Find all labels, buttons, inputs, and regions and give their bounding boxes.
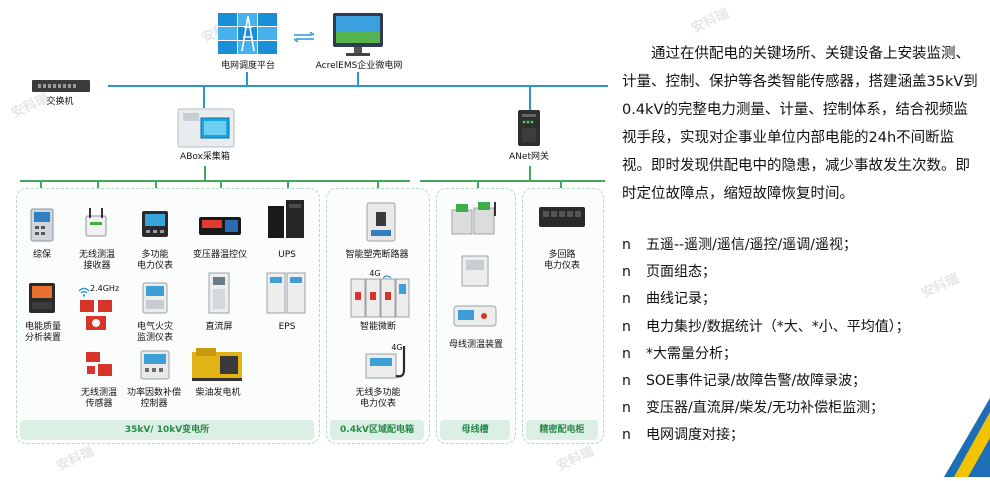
- connector-line: [529, 86, 531, 110]
- connector-line: [203, 86, 205, 108]
- corner-decoration: [944, 398, 990, 477]
- substation-footer: 35kV/ 10kV变电所: [20, 420, 314, 440]
- connector-line: [357, 72, 359, 86]
- feature-text: SOE事件记录/故障告警/故障录波；: [646, 372, 867, 389]
- ups-label: UPS: [278, 250, 296, 260]
- dc-screen-label: 直流屏: [205, 322, 233, 332]
- eps-label: EPS: [278, 322, 296, 332]
- wireless-node-icon: [78, 296, 114, 332]
- wifi-icon: [382, 268, 392, 281]
- feature-list: n 五遥--遥测/遥信/遥控/遥调/遥视； n 页面组态； n 曲线记录； n 电力集抄…: [622, 232, 982, 450]
- feature-text: 曲线记录；: [646, 291, 716, 308]
- abox-bus-line: [204, 166, 206, 180]
- bullet-marker: n: [622, 400, 631, 417]
- bullet-marker: n: [622, 318, 631, 335]
- bullet-marker: n: [622, 345, 631, 362]
- multi-circuit-meter-icon: [538, 204, 586, 230]
- feature-item: n 页面组态；: [622, 259, 982, 286]
- network-switch-icon: [32, 78, 90, 92]
- diesel-generator-label: 柴油发电机: [195, 388, 241, 398]
- feature-item: n 五遥--遥测/遥信/遥控/遥调/遥视；: [622, 232, 982, 259]
- temp-sensor-label: 无线测温 传感器: [80, 388, 117, 409]
- power-quality-label: 电能质量 分析装置: [24, 322, 61, 343]
- zongbao-label: 综保: [32, 250, 51, 260]
- switch-label: 交换机: [46, 97, 74, 107]
- feature-item: n 曲线记录；: [622, 286, 982, 313]
- smart-mcb-label: 智能微断: [359, 322, 396, 332]
- feature-text: 页面组态；: [646, 264, 716, 281]
- bullet-marker: n: [622, 291, 631, 308]
- signal-4g-label: 4G: [391, 343, 403, 352]
- feature-text: 电网调度对接；: [646, 427, 744, 444]
- busbar-module-icon: [460, 254, 490, 288]
- freq-24ghz-label: 2.4GHz: [90, 284, 120, 293]
- signal-4g-label: 4G: [369, 269, 381, 278]
- grid-platform-icon: [218, 13, 278, 55]
- relay-protection-icon: [30, 208, 54, 242]
- ups-cabinet-icon: [266, 200, 306, 238]
- watermark: 安科瑞: [54, 444, 97, 475]
- bullet-marker: n: [622, 264, 631, 281]
- diesel-generator-icon: [190, 346, 244, 382]
- feature-text: 电力集抄/数据统计（*大、*小、平均值）；: [646, 318, 910, 335]
- ems-platform-label: AcrelEMS企业微电网: [315, 61, 403, 71]
- power-quality-icon: [28, 282, 56, 314]
- wifi-icon: [78, 282, 90, 297]
- precision-footer: 精密配电柜: [526, 420, 598, 440]
- bullet-marker: n: [622, 427, 631, 444]
- ems-monitor-icon: [332, 12, 384, 58]
- feature-text: 变压器/直流屏/柴发/无功补偿柜监测；: [646, 400, 885, 417]
- transformer-temp-label: 变压器温控仪: [192, 250, 247, 260]
- feature-text: 五遥--遥测/遥信/遥控/遥调/遥视；: [646, 237, 857, 253]
- description-paragraph: 通过在供配电的关键场所、关键设备上安装监测、计量、控制、保护等各类智能传感器，搭…: [622, 46, 978, 202]
- wireless-meter-icon: [364, 344, 412, 380]
- mccb-icon: [366, 202, 396, 242]
- fire-monitor-icon: [142, 282, 168, 314]
- connector-line: [246, 72, 248, 86]
- watermark: 安科瑞: [554, 444, 597, 475]
- smart-mcb-icon: [350, 278, 410, 318]
- pf-controller-icon: [140, 350, 170, 380]
- link-icon: [292, 27, 316, 43]
- multi-power-meter-icon: [141, 210, 169, 238]
- multi-power-meter-label: 多功能 电力仪表: [136, 250, 173, 271]
- busbar-sensor-icon: [448, 200, 498, 238]
- temp-sensor-icon: [84, 350, 114, 380]
- feature-item: n 变压器/直流屏/柴发/无功补偿柜监测；: [622, 395, 982, 422]
- bullet-marker: n: [622, 237, 631, 253]
- field-bus-right: [420, 180, 605, 182]
- feature-item: n 电力集抄/数据统计（*大、*小、平均值）；: [622, 314, 982, 341]
- precision-panel: [522, 188, 604, 444]
- busbar-temp-label: 母线测温装置: [448, 340, 503, 350]
- bullet-marker: n: [622, 372, 631, 389]
- multi-circuit-label: 多回路 电力仪表: [543, 250, 580, 271]
- feature-item: n SOE事件记录/故障告警/故障录波；: [622, 368, 982, 395]
- fire-monitor-label: 电气火灾 监测仪表: [136, 322, 173, 343]
- transformer-temp-icon: [198, 216, 242, 236]
- feature-item: n 电网调度对接；: [622, 422, 982, 449]
- wireless-receiver-label: 无线测温 接收器: [78, 250, 115, 271]
- field-bus-left: [20, 180, 410, 182]
- lv-box-footer: 0.4kV区域配电箱: [330, 420, 424, 440]
- busway-footer: 母线槽: [440, 420, 510, 440]
- abox-collector-icon: [177, 108, 235, 148]
- dc-screen-icon: [208, 272, 230, 314]
- feature-item: n *大需量分析；: [622, 341, 982, 368]
- watermark: 安科瑞: [689, 6, 732, 37]
- abox-label: ABox采集箱: [180, 152, 230, 162]
- mccb-label: 智能塑壳断路器: [345, 250, 409, 260]
- ethernet-bus-line: [108, 85, 608, 87]
- grid-platform-label: 电网调度平台: [220, 61, 275, 71]
- wireless-meter-label: 无线多功能 电力仪表: [355, 388, 401, 409]
- busbar-temp-device-icon: [452, 300, 498, 330]
- anet-label: ANet网关: [509, 152, 549, 162]
- anet-gateway-icon: [514, 108, 544, 148]
- wireless-receiver-icon: [82, 208, 110, 238]
- feature-text: *大需量分析；: [646, 345, 737, 362]
- anet-bus-line: [529, 166, 531, 180]
- pf-controller-label: 功率因数补偿 控制器: [126, 388, 181, 409]
- eps-cabinet-icon: [266, 272, 306, 314]
